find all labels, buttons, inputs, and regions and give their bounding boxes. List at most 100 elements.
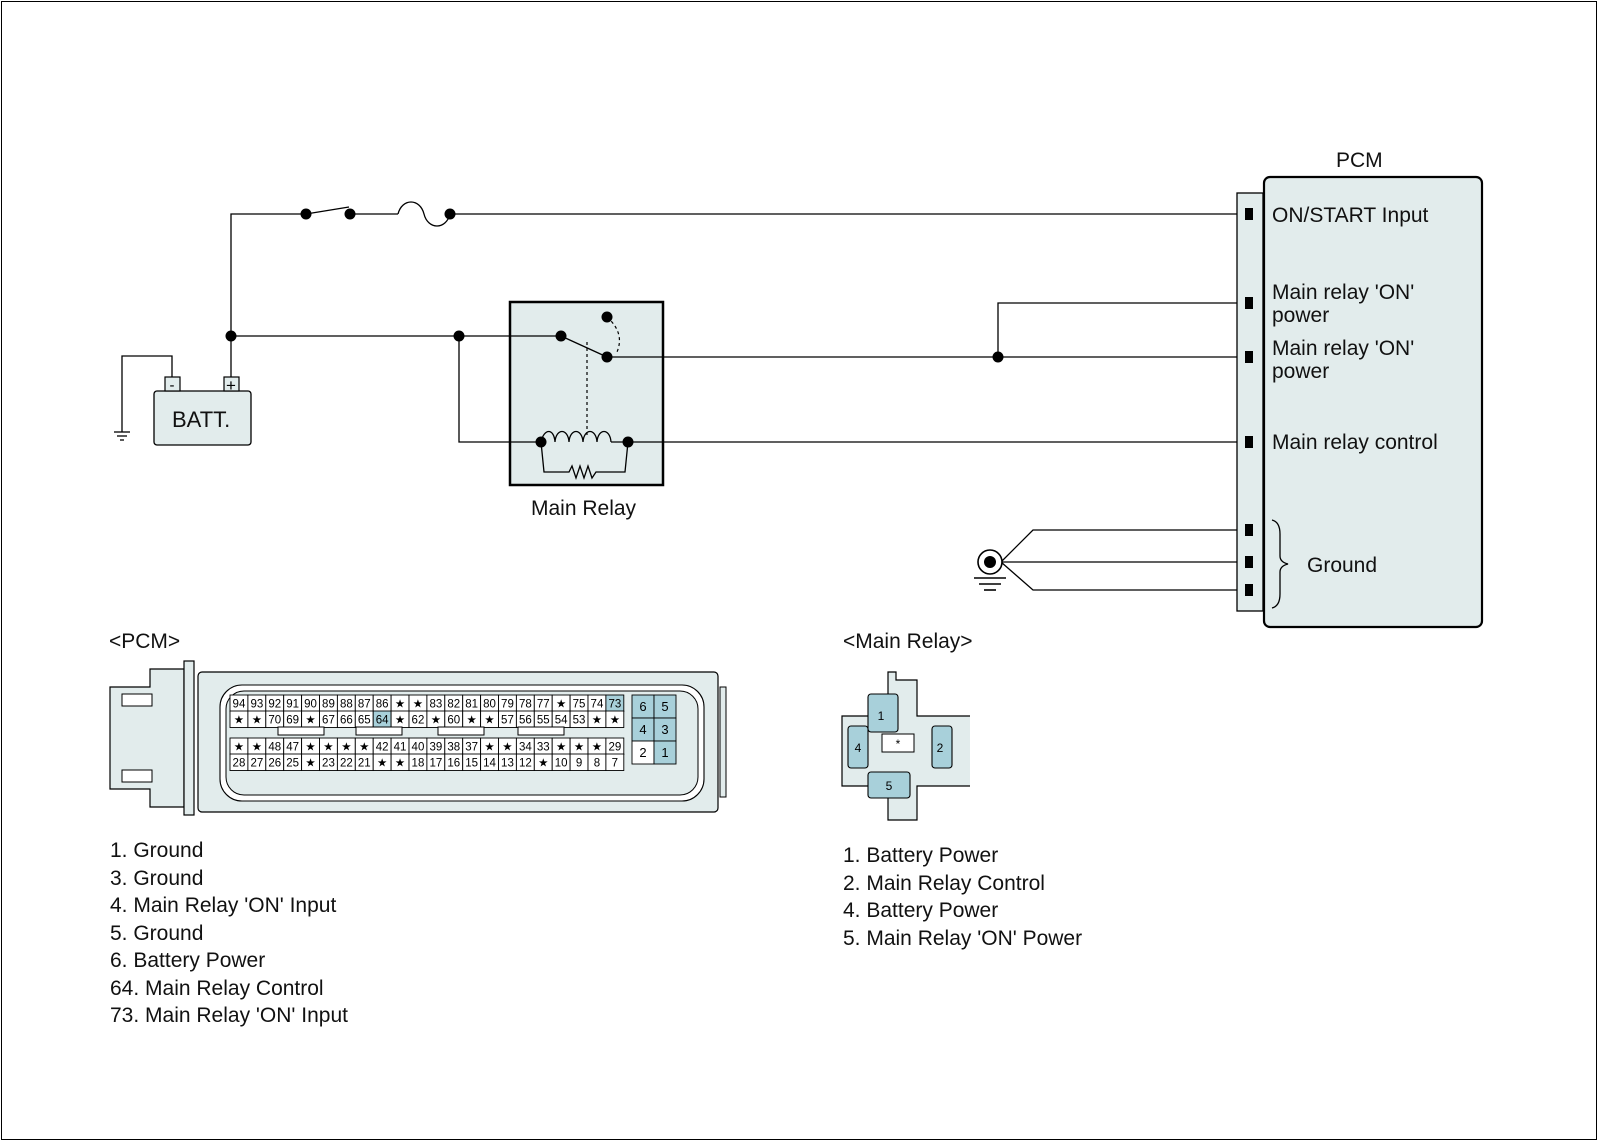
pcm-connector-strip [1236,192,1264,612]
pcm-key-slot [437,726,485,736]
relay-pin-4: 4 [855,741,862,755]
pcm-pin-label: 39 [429,742,442,754]
relay-pin-5: 5 [886,779,893,793]
pcm-pin-label: 86 [376,699,389,711]
pcm-pin-label: 7 [612,758,618,770]
pcm-pin-label: 81 [465,699,478,711]
pcm-pin-label: ★ [556,742,566,754]
pcm-pin-label: 18 [412,758,425,770]
pcm-pin-label: 67 [322,715,335,727]
pcm-side-pin-label: 2 [639,745,646,760]
pcm-pin-label: 82 [447,699,460,711]
pcm-pin-label: 77 [537,699,550,711]
pcm-pin-label: 88 [340,699,353,711]
pcm-pin-label: 25 [286,758,299,770]
pcm-pin-label: 8 [594,758,600,770]
pcm-pin-label: ★ [305,758,315,770]
pcm-pin-label: ★ [413,699,423,711]
pcm-legend-item: 3. Ground [110,866,204,890]
pcm-input-on-start: ON/START Input [1272,204,1429,227]
pcm-pin-label: ★ [395,699,405,711]
pcm-pin-label: 23 [322,758,335,770]
relay-pin-2: 2 [937,741,944,755]
pcm-pin-label: 75 [573,699,586,711]
pcm-box [1262,175,1484,629]
pcm-pin-label: ★ [466,715,476,727]
pcm-pin-label: 65 [358,715,371,727]
battery-negative-terminal [164,376,181,392]
chassis-ground-icon [974,549,1006,591]
pcm-pin-label: ★ [234,715,244,727]
pcm-pin-label: ★ [395,758,405,770]
relay-legend-item: 1. Battery Power [843,844,999,867]
pcm-pin-label: 34 [519,742,532,754]
pcm-pin-label: 91 [286,699,299,711]
relay-connector-heading: <Main Relay> [843,630,973,653]
ignition-switch [305,206,350,215]
pcm-pin-label: 80 [483,699,496,711]
pcm-terminals [1245,208,1253,596]
pcm-pin-label: 83 [429,699,442,711]
pcm-pin-label: ★ [592,742,602,754]
pcm-pin-label: 40 [412,742,425,754]
pcm-pin-label: 93 [250,699,263,711]
pcm-side-pin-label: 1 [661,745,668,760]
pcm-side-pin-label: 6 [639,699,646,714]
pcm-connector-heading: <PCM> [109,630,181,653]
pcm-pin-cell [605,710,625,728]
pcm-pin-label: 73 [608,699,621,711]
pcm-key-slot [277,726,325,736]
pcm-pin-label: 16 [447,758,460,770]
pcm-pin-label: 78 [519,699,532,711]
pcm-pin-label: 12 [519,758,532,770]
pcm-pin-label: ★ [484,742,494,754]
relay-pin-center: * [896,737,901,751]
pcm-input-relay-on-2: Main relay 'ON' power [1272,337,1415,383]
pcm-pin-label: 89 [322,699,335,711]
battery-ground-icon [114,431,130,441]
ground-brace [1271,519,1289,609]
pcm-pin-label: ★ [484,715,494,727]
pcm-legend-item: 4. Main Relay 'ON' Input [110,894,337,917]
pcm-pin-label: ★ [502,742,512,754]
pcm-pin-label: 21 [358,758,371,770]
pcm-pin-label: ★ [556,699,566,711]
pcm-pin-label: 92 [268,699,281,711]
pcm-pin-label: 22 [340,758,353,770]
pcm-pin-label: 26 [268,758,281,770]
ground-wire-1 [1000,529,1245,563]
pcm-pin-label: 38 [447,742,460,754]
pcm-pin-label: 62 [412,715,425,727]
pcm-pin-label: 87 [358,699,371,711]
battery-box [153,390,252,446]
pcm-pin-label: 55 [537,715,550,727]
pcm-legend-item: 73. Main Relay 'ON' Input [110,1004,348,1027]
pcm-pin-label: ★ [305,742,315,754]
pcm-pin-label: 64 [376,715,389,727]
pcm-pin-label: ★ [323,742,333,754]
pcm-pin-label: 37 [465,742,478,754]
pcm-pin-label: 70 [268,715,281,727]
pcm-pin-label: ★ [377,758,387,770]
pcm-side-pin-label: 5 [661,699,668,714]
pcm-pin-label: ★ [234,742,244,754]
pcm-pin-label: 94 [233,699,246,711]
pcm-legend-item: 64. Main Relay Control [110,976,324,1000]
pcm-pin-label: ★ [252,742,262,754]
pcm-pin-label: 47 [286,742,299,754]
pcm-pin-label: ★ [305,715,315,727]
pcm-legend-item: 6. Battery Power [110,949,266,972]
battery-negative-sign: - [170,377,175,394]
pcm-pin-label: ★ [252,715,262,727]
main-relay-label: Main Relay [531,497,637,520]
relay-legend-item: 4. Battery Power [843,899,999,922]
pcm-legend-item: 1. Ground [110,839,204,862]
pcm-pin-label: 48 [268,742,281,754]
pcm-pin-label: ★ [574,742,584,754]
pcm-pin-label: ★ [431,715,441,727]
battery-positive-sign: + [226,376,236,395]
pcm-pin-label: 29 [608,742,621,754]
